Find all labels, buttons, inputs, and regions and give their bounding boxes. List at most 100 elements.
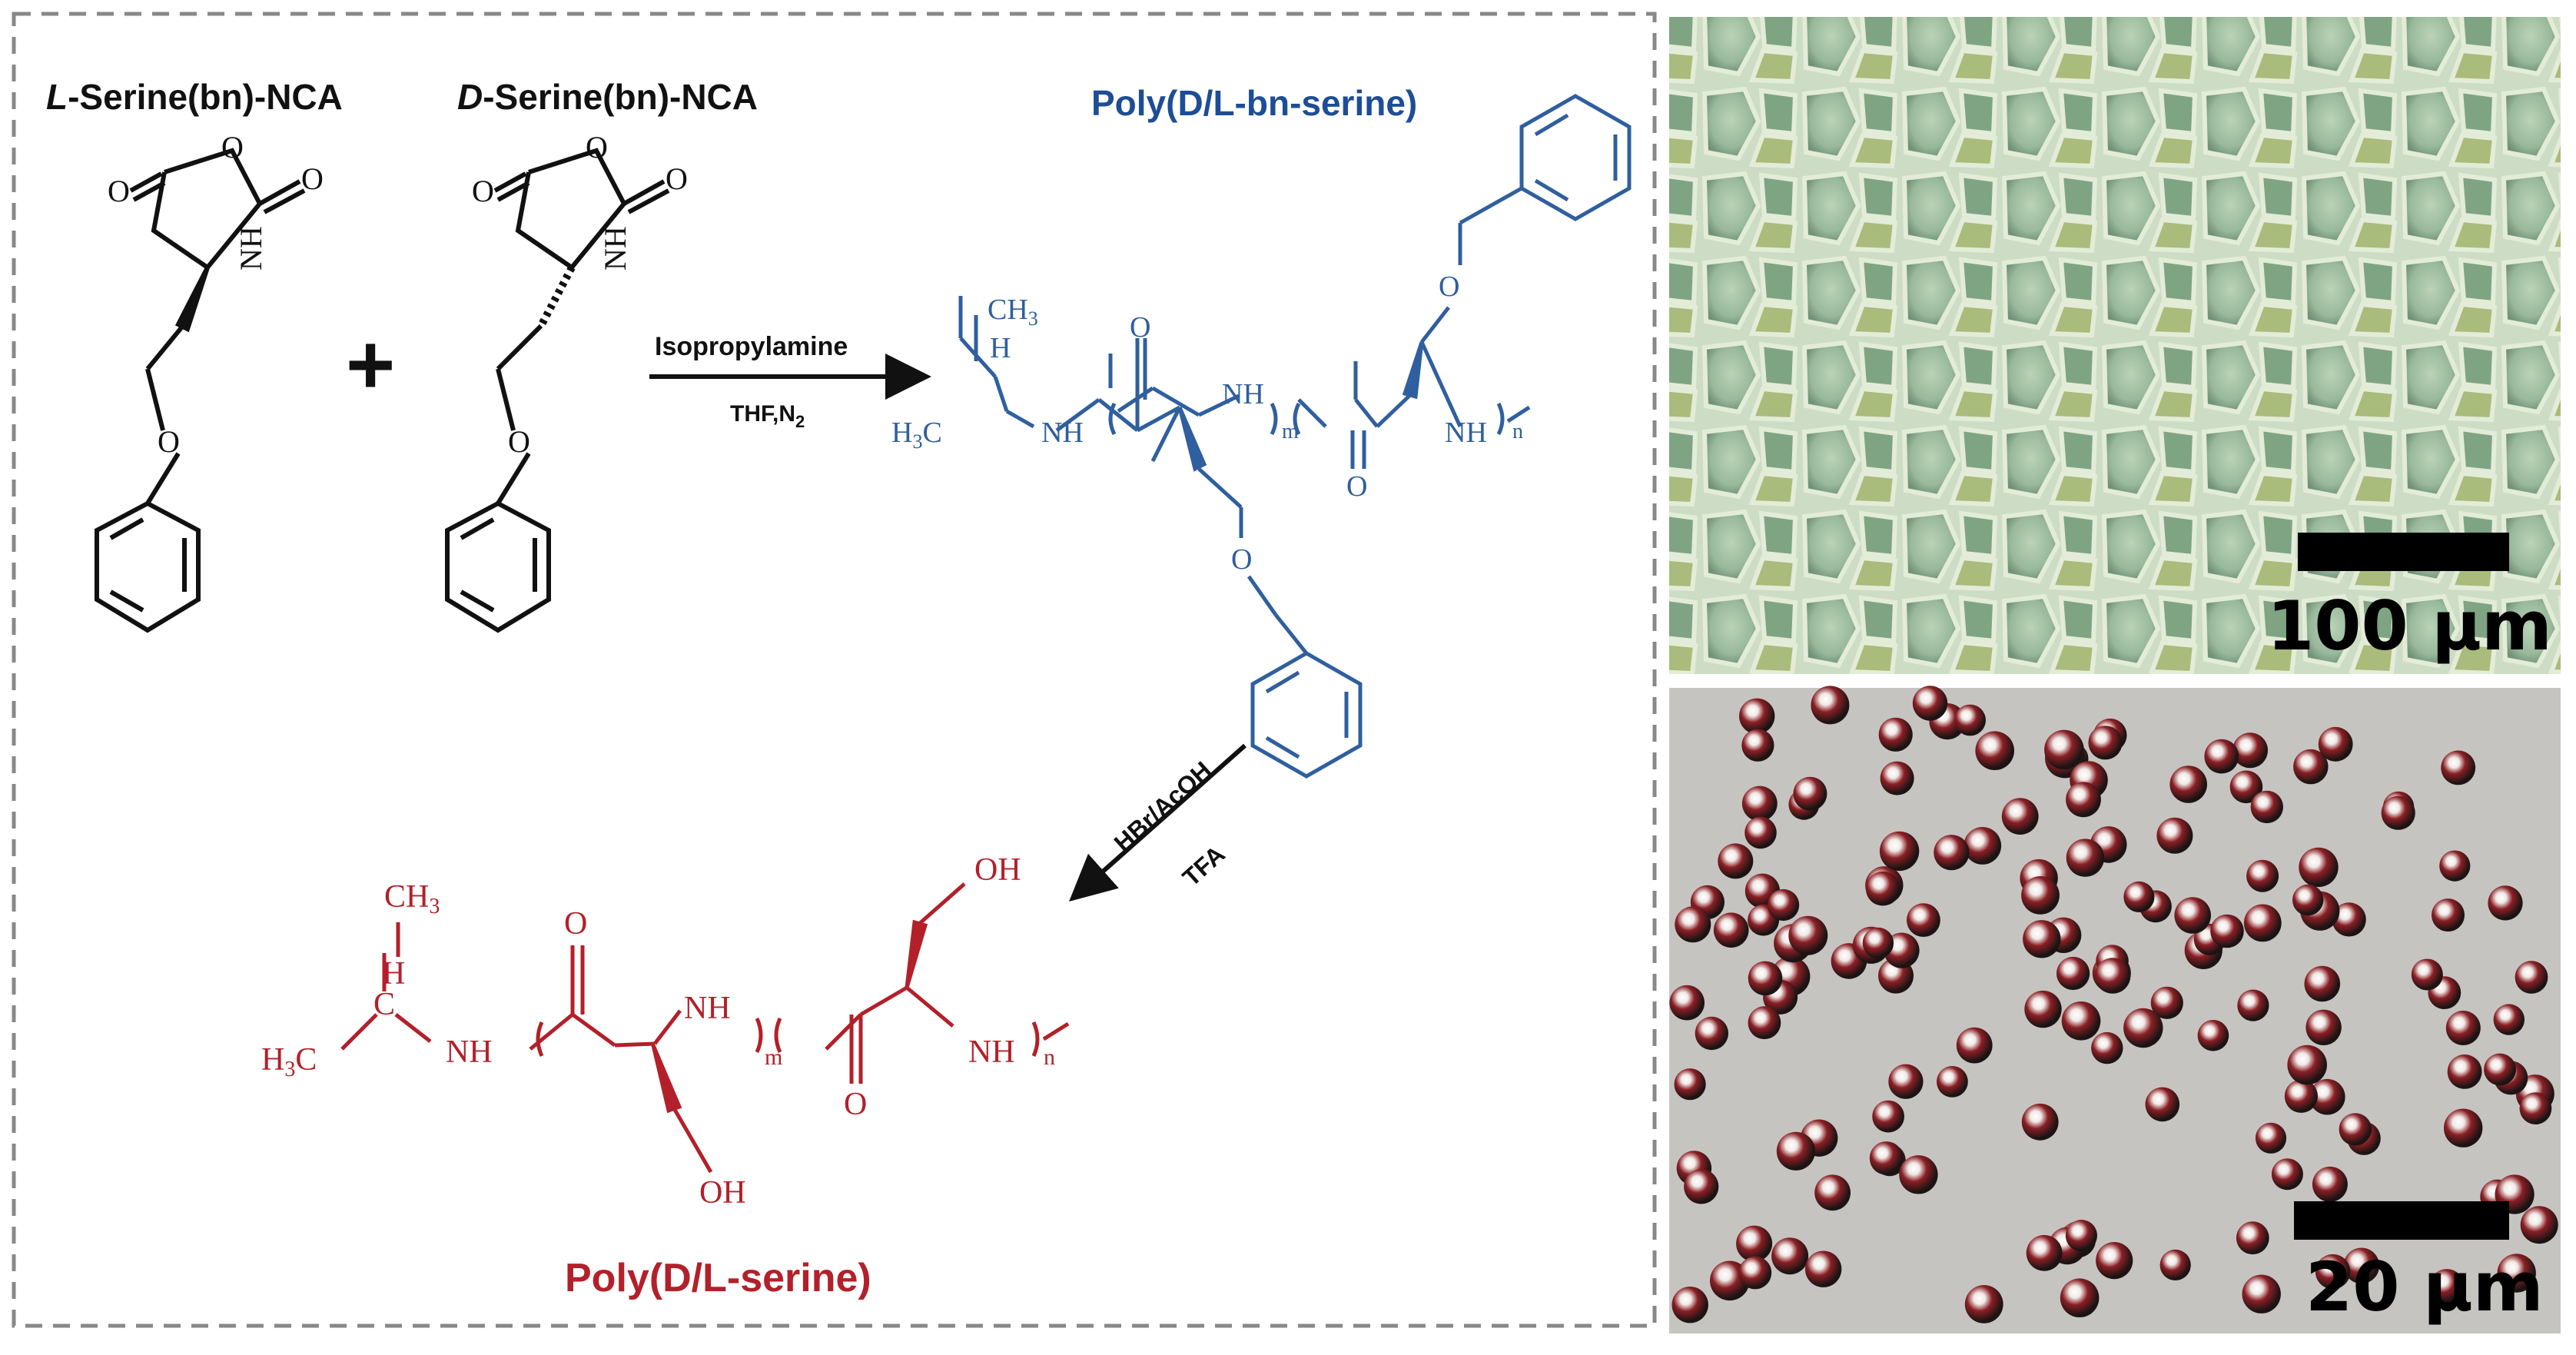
microparticle (1793, 776, 1827, 811)
top-scale-label: 100 µm (2267, 586, 2552, 666)
microparticle (2123, 881, 2155, 912)
microparticle (2229, 770, 2263, 804)
microparticle (1674, 1068, 1706, 1101)
blue-n: n (1512, 420, 1523, 443)
blue-h3c: H3C (891, 417, 942, 453)
microparticle (1771, 1237, 1809, 1275)
microparticle (2439, 850, 2471, 882)
protected-polymer-structure (958, 94, 1632, 779)
microparticle (1811, 686, 1850, 725)
microparticle (1741, 729, 1774, 762)
microparticle (1738, 1256, 1772, 1290)
microparticle (2066, 782, 2101, 818)
microparticle (1862, 927, 1894, 959)
microparticle (2332, 902, 2366, 937)
microparticle (1713, 912, 1749, 948)
microparticle (2060, 1278, 2100, 1317)
microparticle (1748, 1006, 1781, 1040)
red-oh-1: OH (974, 852, 1021, 888)
microparticle (1878, 717, 1913, 752)
microparticle (2242, 1274, 2281, 1313)
l-serine-nca-structure (95, 148, 306, 633)
red-carbonyl-o-1: O (564, 906, 587, 942)
red-h3c: H3C (261, 1042, 317, 1081)
microparticle (1748, 961, 1783, 996)
d-monomer-label: D-Serine(bn)-NCA (457, 77, 758, 117)
microparticle (2250, 790, 2283, 824)
red-ch-h: H (382, 956, 405, 991)
microparticle (2305, 1009, 2342, 1046)
microparticle (2159, 1249, 2191, 1280)
microparticle (1741, 785, 1778, 822)
l-ring-oxygen: O (221, 130, 244, 164)
red-n: n (1044, 1044, 1055, 1070)
blue-nh-1: NH (1041, 417, 1084, 449)
microparticle (2024, 990, 2062, 1028)
microparticle (1956, 1027, 1993, 1064)
microparticle (1899, 1155, 1938, 1194)
d-carbonyl-oxygen-right: O (666, 161, 688, 196)
microparticle (2497, 1254, 2536, 1293)
microparticle (2026, 1234, 2063, 1271)
microparticle (1744, 816, 1777, 849)
microparticle (1684, 1169, 1719, 1204)
microparticle (2065, 1220, 2097, 1252)
plus-sign: + (346, 317, 395, 412)
microparticle (2061, 1001, 2101, 1041)
blue-ch3: CH3 (988, 294, 1038, 330)
microparticle (2429, 1269, 2465, 1304)
microparticle (2088, 726, 2123, 760)
microparticle (2515, 961, 2548, 994)
microparticle (2287, 1044, 2327, 1085)
microparticle (2246, 859, 2279, 892)
red-ch3: CH3 (384, 879, 440, 918)
microparticle (2021, 876, 2060, 915)
microparticle (2432, 898, 2465, 932)
l-monomer-label: L-Serine(bn)-NCA (46, 77, 343, 117)
red-m: m (765, 1044, 782, 1070)
d-serine-nca-structure (445, 148, 670, 633)
microparticle (2411, 958, 2443, 991)
microparticle (2309, 1078, 2345, 1115)
blue-carbonyl-o-2: O (1346, 470, 1367, 503)
microparticle (2284, 1079, 2318, 1113)
red-nh-1: NH (446, 1035, 493, 1070)
blue-ch-h: H (990, 332, 1011, 364)
l-carbonyl-oxygen-right: O (301, 161, 324, 196)
microparticle (2488, 885, 2523, 921)
microparticle (2255, 1122, 2287, 1154)
microparticle (2197, 1020, 2229, 1051)
microparticle (2066, 839, 2105, 877)
step2-conditions: TFA (1177, 840, 1230, 892)
microparticle (1736, 1225, 1773, 1262)
red-nh-2: NH (684, 991, 731, 1026)
microparticle (1964, 827, 2002, 865)
step1-reagent: Isopropylamine (655, 332, 848, 361)
microparticle (1880, 761, 1914, 795)
microparticle (2169, 766, 2207, 803)
microparticle (2236, 1221, 2269, 1255)
microparticle (2312, 1166, 2348, 1202)
microparticle (1814, 1174, 1851, 1211)
microparticle (2304, 965, 2341, 1002)
microparticle (1718, 843, 1754, 879)
microparticle (2210, 914, 2244, 948)
microparticle (2299, 847, 2339, 888)
microparticle (1804, 1250, 1842, 1287)
l-ether-oxygen: O (158, 424, 180, 459)
microparticle (1869, 1141, 1904, 1175)
microparticle (2204, 739, 2239, 774)
microparticle (1739, 698, 1775, 734)
blue-m: m (1282, 420, 1299, 443)
microparticle (2343, 1247, 2380, 1284)
bottom-micrograph: 20 µm (1669, 686, 2561, 1333)
microparticle (1888, 1064, 1924, 1099)
l-ring-nh: NH (234, 226, 268, 271)
microparticle (1669, 985, 1705, 1021)
microparticle (2023, 920, 2061, 958)
microparticle (1865, 871, 1900, 906)
microparticle (2445, 1011, 2481, 1045)
blue-carbonyl-o-1: O (1130, 311, 1150, 344)
microparticle (2021, 1103, 2059, 1141)
blue-nh-3: NH (1445, 417, 1487, 449)
